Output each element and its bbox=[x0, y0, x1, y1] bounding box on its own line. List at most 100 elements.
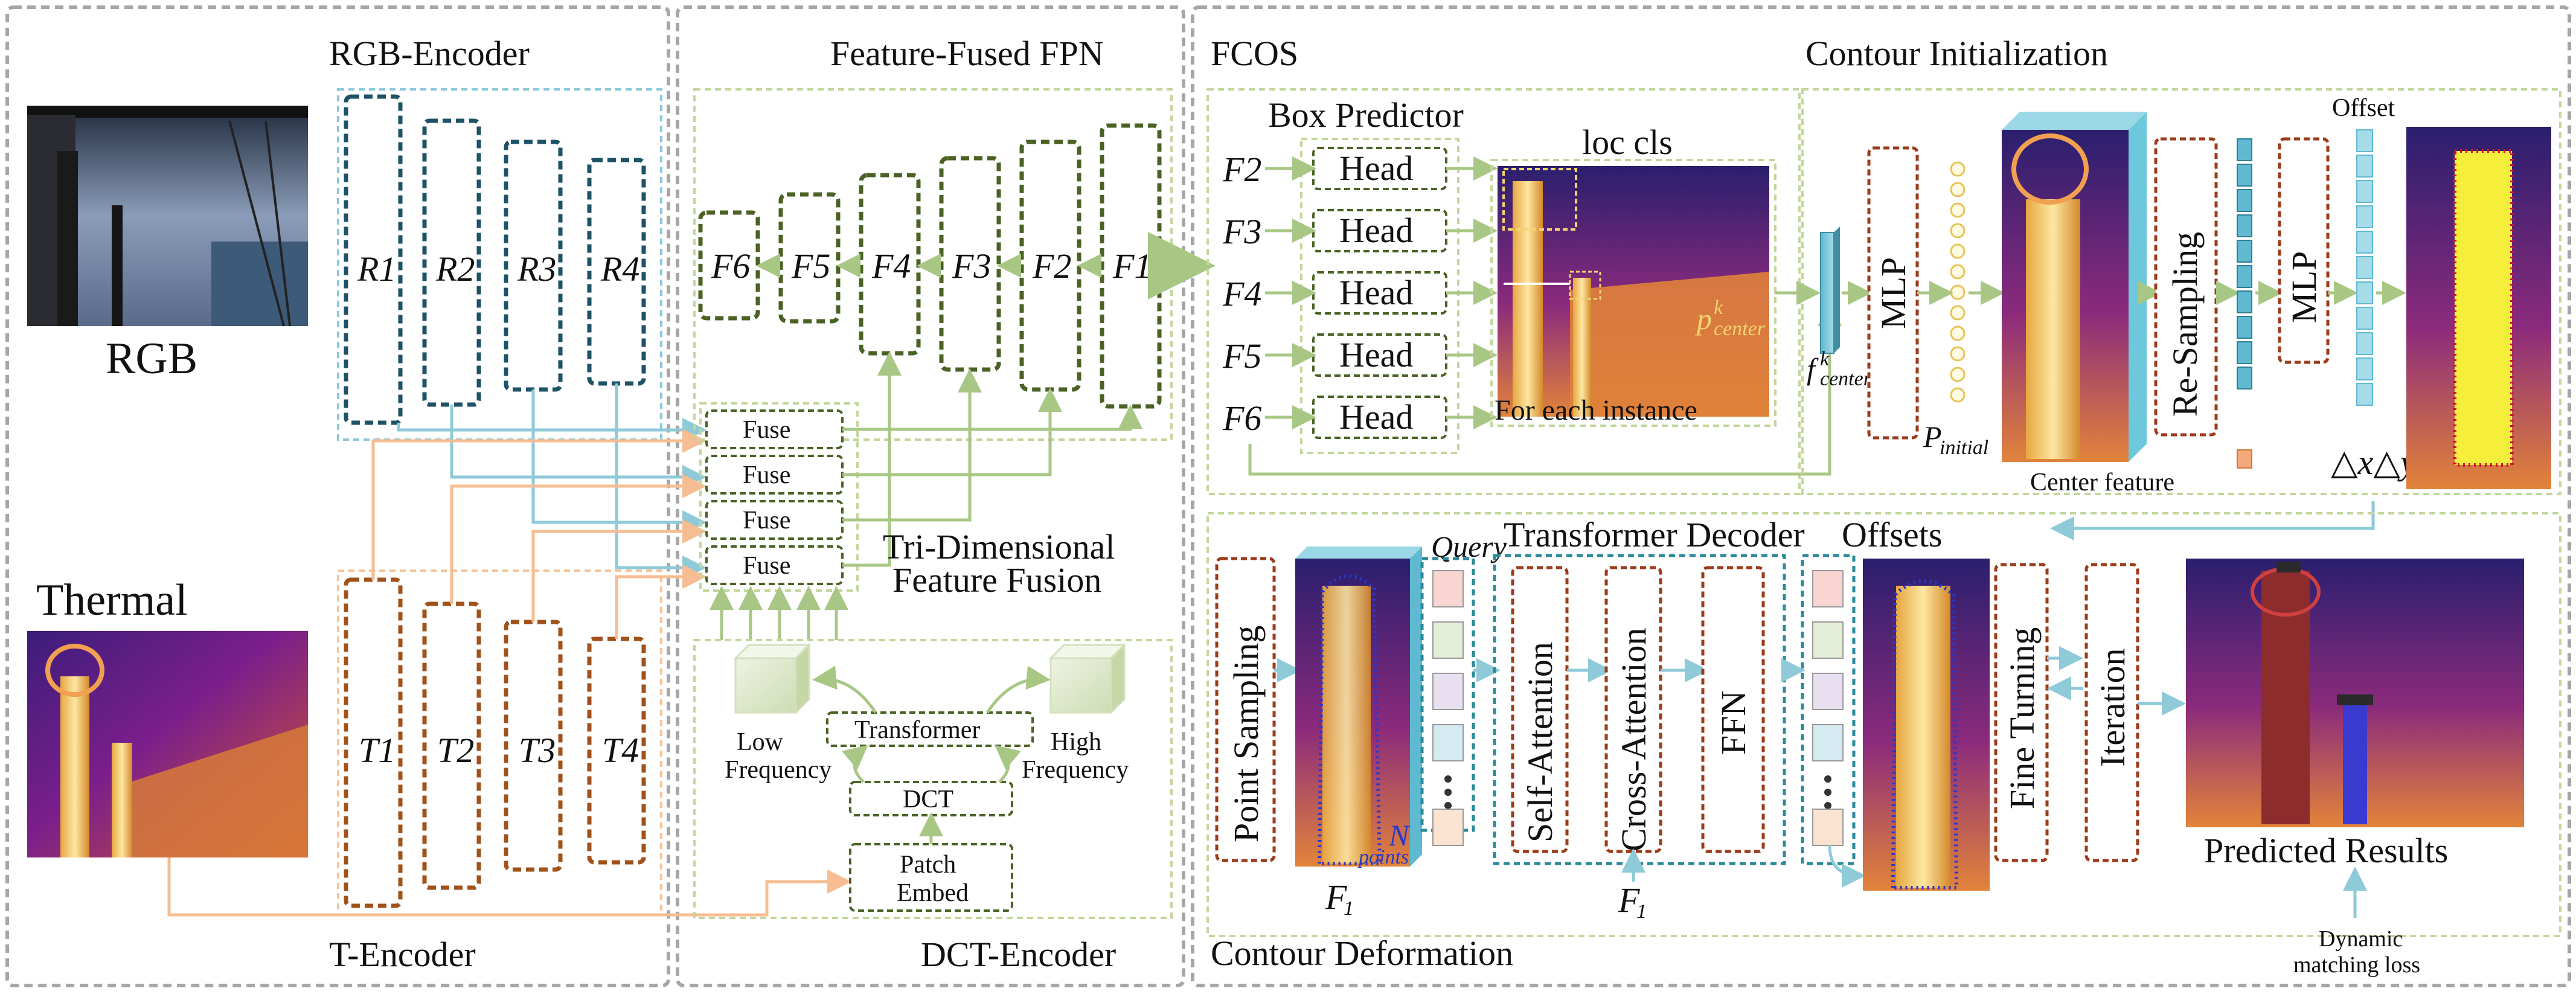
thermal-block-label: T2 bbox=[437, 731, 474, 770]
token-cell bbox=[1812, 809, 1844, 846]
token-cell bbox=[1812, 570, 1844, 607]
token-cell bbox=[1812, 724, 1844, 761]
sampled-points-image bbox=[1295, 546, 1422, 867]
fine-tuning-label: Fine Turning bbox=[2002, 627, 2042, 809]
token-cell bbox=[1432, 570, 1464, 607]
patch-embed-line1: Patch bbox=[900, 851, 956, 879]
initial-points bbox=[1950, 161, 1966, 403]
dct-group bbox=[693, 639, 1173, 919]
offset-tokens bbox=[1812, 570, 1844, 846]
token-cell bbox=[1812, 673, 1844, 710]
low-frequency-line2: Frequency bbox=[725, 756, 831, 784]
feature-stack-icon bbox=[2237, 138, 2252, 469]
stack-cell bbox=[2356, 383, 2373, 406]
initial-point bbox=[1950, 346, 1966, 362]
instance-image bbox=[1498, 166, 1769, 417]
stack-cell bbox=[2237, 240, 2252, 263]
thermal-blocks: T1 T2 T3 T4 bbox=[344, 577, 646, 908]
n-points-label: N bbox=[1388, 818, 1411, 852]
f1-tilde-label: F bbox=[1325, 877, 1347, 917]
offset-result-image bbox=[2406, 127, 2551, 489]
p-center-sup: k bbox=[1714, 296, 1723, 319]
initial-point bbox=[1950, 182, 1966, 197]
thermal-block-label: T1 bbox=[359, 731, 396, 770]
t-encoder-group bbox=[337, 569, 662, 916]
stack-cell bbox=[2356, 180, 2373, 203]
encoder-panel bbox=[5, 5, 670, 987]
dct-label: DCT bbox=[903, 786, 953, 813]
deformed-contour-image bbox=[1863, 559, 1990, 891]
ellipsis-dot bbox=[1444, 775, 1452, 783]
fuse-to-fpn-connections bbox=[710, 351, 1142, 640]
rgb-block bbox=[422, 118, 481, 407]
initial-point bbox=[1950, 367, 1966, 382]
rgb-block-label: R1 bbox=[357, 249, 396, 289]
high-frequency-line1: High bbox=[1051, 728, 1101, 756]
iteration-block bbox=[2084, 563, 2139, 862]
ellipsis-dot bbox=[1824, 789, 1831, 796]
fusion-caption-line1: Tri-Dimensional bbox=[883, 527, 1115, 566]
stack-cell bbox=[2356, 231, 2373, 254]
fuse-label: Fuse bbox=[743, 461, 790, 489]
thermal-block-label: T4 bbox=[602, 731, 639, 770]
cube-icon bbox=[1048, 643, 1127, 715]
stack-cell bbox=[2356, 307, 2373, 330]
thermal-label: Thermal bbox=[36, 575, 188, 625]
ellipsis-dot bbox=[1444, 802, 1452, 809]
thermal-block-label: T3 bbox=[519, 731, 556, 770]
fpn-block-label: F1 bbox=[1112, 246, 1152, 286]
token-cell bbox=[1812, 621, 1844, 659]
stack-cell bbox=[2237, 449, 2252, 469]
feature-stack-icon bbox=[2356, 129, 2373, 406]
token-cell bbox=[1432, 621, 1464, 659]
thermal-block bbox=[422, 601, 481, 890]
high-frequency-line2: Frequency bbox=[1022, 756, 1129, 784]
stack-cell bbox=[2237, 138, 2252, 161]
thermal-block bbox=[504, 620, 563, 872]
f1-tilde-sub: 1 bbox=[1344, 897, 1354, 920]
cube-icon bbox=[733, 643, 812, 715]
contour-init-title: Contour Initialization bbox=[1805, 34, 2108, 73]
contour-init-group bbox=[1801, 88, 2562, 495]
encoder-connections bbox=[167, 383, 851, 917]
mlp2-block bbox=[2278, 137, 2330, 364]
ellipsis-dot bbox=[1824, 802, 1831, 809]
fine-tuning-block bbox=[1994, 563, 2049, 862]
predicted-results-image bbox=[2186, 559, 2524, 827]
fpn-block bbox=[698, 210, 760, 321]
initial-point bbox=[1950, 387, 1966, 403]
predicted-results-label: Predicted Results bbox=[2204, 831, 2448, 870]
initial-point bbox=[1950, 202, 1966, 218]
stack-cell bbox=[2237, 189, 2252, 212]
detection-panel bbox=[1191, 5, 2571, 987]
fcos-title: FCOS bbox=[1211, 34, 1298, 73]
fpn-block-label: F2 bbox=[1032, 246, 1071, 286]
fpn-block-label: F4 bbox=[871, 246, 911, 286]
p-initial-sub: initial bbox=[1940, 437, 1988, 459]
head-label: Head bbox=[1339, 397, 1413, 437]
fcos-levels: F2 F3 F4 F5 F6 bbox=[1222, 150, 1261, 438]
token-cell bbox=[1432, 724, 1464, 761]
fuse-label: Fuse bbox=[743, 552, 790, 580]
center-feature-label: Center feature bbox=[2030, 469, 2174, 496]
resampling-block bbox=[2154, 137, 2218, 437]
offsets-stack bbox=[1801, 554, 1856, 865]
f-center-sup: k bbox=[1820, 348, 1830, 370]
level-label: F6 bbox=[1222, 399, 1261, 438]
resampling-label: Re-Sampling bbox=[2165, 232, 2205, 417]
fpn-panel bbox=[676, 5, 1185, 987]
f-center-sub: center bbox=[1820, 368, 1872, 390]
level-label: F3 bbox=[1222, 212, 1261, 251]
ellipsis-dot bbox=[1824, 775, 1831, 783]
patch-embed-block bbox=[849, 843, 1013, 912]
cross-attention-label: Cross-Attention bbox=[1614, 627, 1653, 851]
p-initial-label: P bbox=[1923, 420, 1942, 454]
n-points-sub: points bbox=[1357, 846, 1409, 868]
head-label: Head bbox=[1339, 335, 1413, 374]
rgb-block-label: R2 bbox=[435, 249, 475, 289]
point-sampling-label: Point Sampling bbox=[1226, 626, 1266, 842]
fuse-blocks: Fuse Fuse Fuse Fuse bbox=[705, 409, 844, 585]
center-feature-image bbox=[2002, 112, 2147, 462]
offset-label: Offset bbox=[2332, 94, 2395, 122]
p-center-label: p bbox=[1695, 302, 1712, 336]
